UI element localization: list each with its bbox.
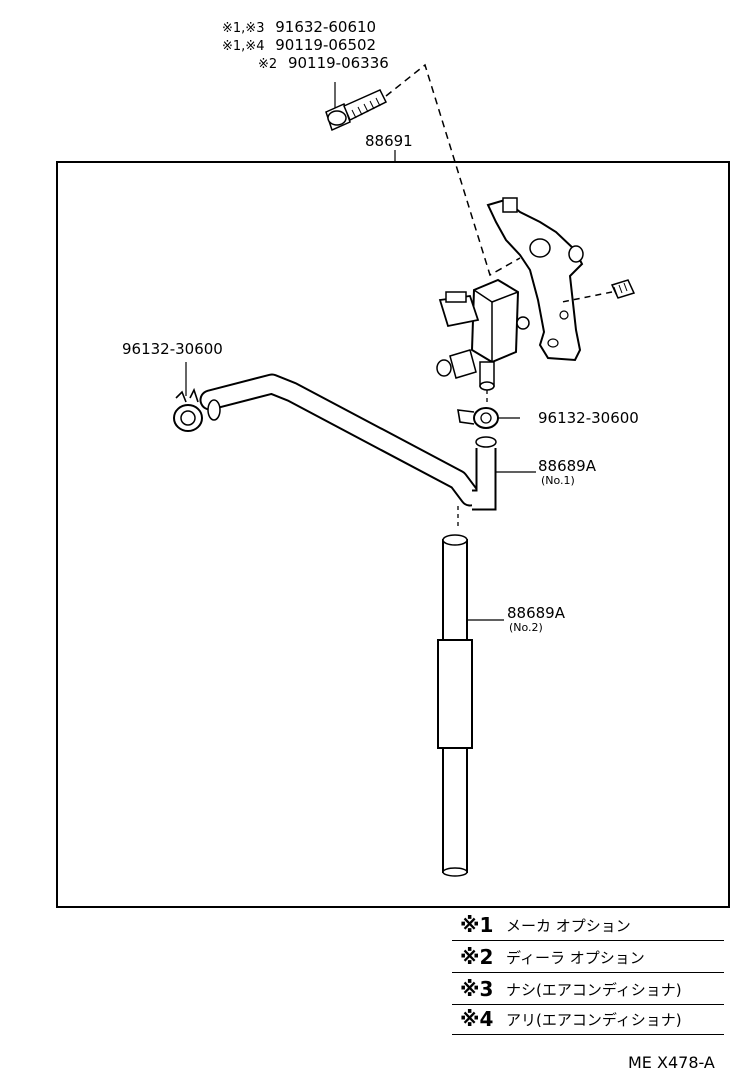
clip-left-part-label: 96132-30600	[122, 340, 223, 358]
diagram-code: ME X478-A	[628, 1053, 715, 1072]
bolt-part-number: 90119-06336	[287, 54, 389, 72]
hose-no1-icon	[199, 373, 497, 511]
assembly-frame	[56, 161, 730, 908]
bolt-option-marks: ※1,※3	[222, 21, 265, 36]
legend-text: ナシ(エアコンディショナ)	[506, 980, 682, 999]
bracket-icon	[486, 197, 584, 362]
legend-symbol: ※1	[460, 913, 494, 937]
legend-symbol: ※3	[460, 977, 494, 1001]
vsv-valve-icon	[436, 278, 530, 391]
assembly-part-label: 88691	[365, 132, 413, 150]
bolt-option-marks: ※2	[258, 57, 278, 72]
clip-right-icon	[457, 407, 499, 429]
bolt-part-number: 90119-06502	[275, 36, 377, 54]
bolt-part-number: 91632-60610	[275, 18, 377, 36]
bolt-option-marks: ※1,※4	[222, 39, 265, 54]
screw-icon	[610, 279, 636, 299]
legend-text: メーカ オプション	[506, 916, 631, 935]
legend-text: アリ(エアコンディショナ)	[506, 1010, 682, 1029]
legend-text: ディーラ オプション	[506, 948, 645, 967]
hose-no2-icon	[437, 534, 473, 877]
hose-no2-part-label: 88689A	[507, 604, 565, 622]
hose-no1-part-label: 88689A	[538, 457, 596, 475]
clip-left-icon	[173, 387, 203, 432]
hose-no2-sub-label: (No.2)	[509, 621, 543, 634]
clip-right-part-label: 96132-30600	[538, 409, 639, 427]
hose-no1-sub-label: (No.1)	[541, 474, 575, 487]
legend-symbol: ※2	[460, 945, 494, 969]
legend-symbol: ※4	[460, 1007, 494, 1031]
bolt-icon	[325, 82, 388, 132]
